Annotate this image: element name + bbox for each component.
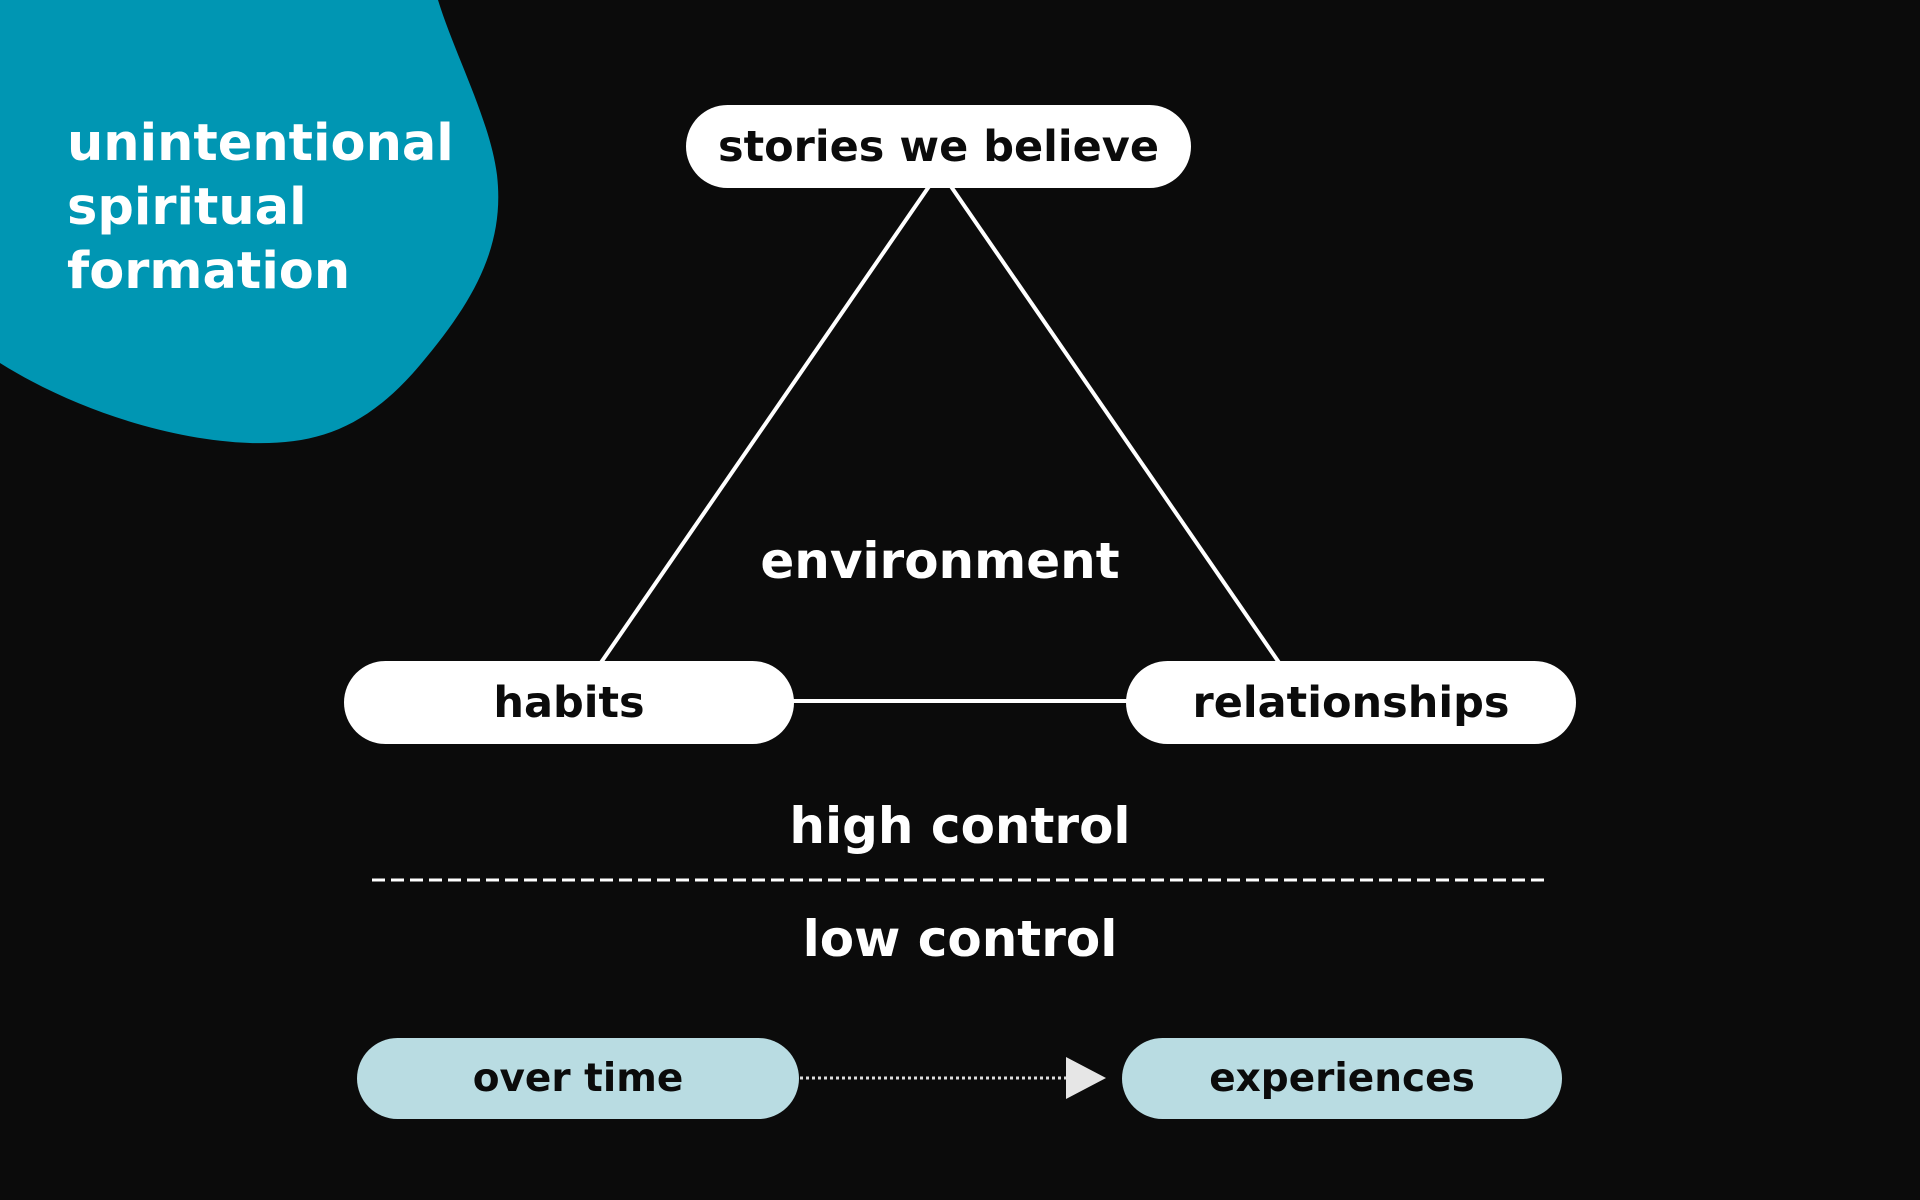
node-over-time: over time bbox=[357, 1038, 799, 1119]
edge-top-left bbox=[598, 183, 932, 666]
node-stories-we-believe: stories we believe bbox=[686, 105, 1191, 188]
accent-blob bbox=[0, 0, 499, 444]
high-control-label: high control bbox=[789, 797, 1131, 855]
node-experiences: experiences bbox=[1122, 1038, 1562, 1119]
node-relationships: relationships bbox=[1126, 661, 1576, 744]
edge-top-right bbox=[948, 183, 1282, 666]
flow-arrow-head bbox=[1066, 1057, 1106, 1099]
node-habits: habits bbox=[344, 661, 794, 744]
title-line-1: unintentional bbox=[67, 114, 454, 173]
title-line-2: spiritual bbox=[67, 178, 307, 237]
center-label-environment: environment bbox=[760, 532, 1120, 590]
low-control-label: low control bbox=[802, 910, 1118, 968]
title-line-3: formation bbox=[67, 242, 351, 301]
page-title: unintentional spiritual formation bbox=[67, 112, 467, 304]
